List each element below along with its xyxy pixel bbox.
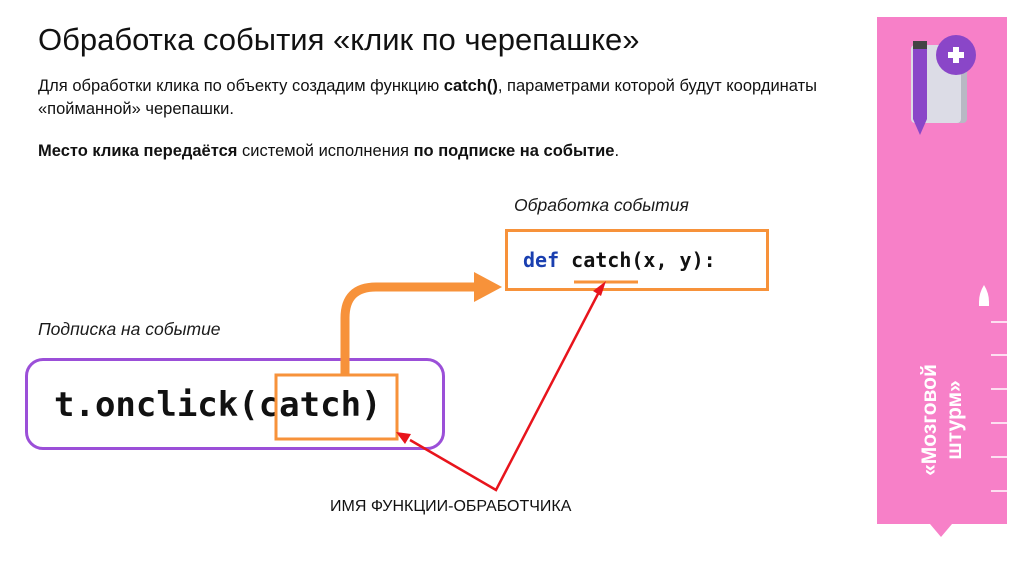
sidebar-label: «Мозговой штурм» [917, 320, 967, 520]
click-place-text-1: системой исполнения [237, 142, 414, 160]
intro-paragraph: Для обработки клика по объекту создадим … [38, 75, 828, 121]
subscribe-code-box: t.onclick(catch) [25, 358, 445, 450]
orange-arrowhead [474, 272, 502, 302]
notebook-pencil-plus-icon [911, 35, 976, 135]
orange-connector-arrow [340, 282, 478, 375]
intro-function-name: catch() [443, 77, 498, 95]
rocket-icon [979, 285, 989, 306]
function-name-label: ИМЯ ФУНКЦИИ-ОБРАБОТЧИКА [330, 498, 572, 515]
handler-caption: Обработка события [514, 195, 689, 215]
sidebar-banner [877, 17, 1007, 537]
intro-text-end: , параметрами которой будут координаты «… [38, 77, 818, 118]
ruler-ticks [991, 321, 1007, 492]
click-place-bold-2: по подписке на событие [413, 142, 615, 160]
click-place-paragraph: Место клика передаётся системой исполнен… [38, 140, 828, 163]
slide-title: Обработка события «клик по черепашке» [38, 22, 640, 57]
sidebar-label-line-1: «Мозговой [918, 364, 941, 476]
sidebar-label-line-2: штурм» [943, 380, 966, 460]
click-place-bold-1: Место клика передаётся [38, 142, 238, 160]
red-pointer-lines [409, 289, 602, 492]
catch-highlight-box [274, 373, 399, 441]
click-place-text-2: . [614, 142, 620, 160]
brainstorm-sidebar [877, 17, 1007, 537]
red-arrowhead-left [396, 432, 411, 444]
subscribe-caption: Подписка на событие [38, 319, 221, 339]
def-keyword: def [523, 248, 560, 272]
handler-code-box: def catch(x, y): [505, 229, 769, 291]
red-arrowhead-right [593, 281, 606, 296]
intro-text-start: Для обработки клика по объекту создадим … [38, 77, 444, 95]
handler-signature: catch(x, y): [559, 248, 716, 272]
